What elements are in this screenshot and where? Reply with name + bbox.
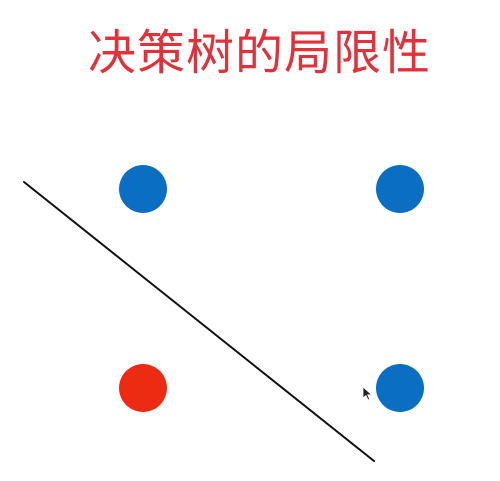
data-point-top-right bbox=[376, 165, 424, 213]
mouse-cursor-icon bbox=[362, 386, 373, 401]
slide-title: 决策树的局限性 bbox=[88, 25, 432, 81]
data-point-top-left bbox=[119, 165, 167, 213]
data-point-bottom-right bbox=[376, 364, 424, 412]
decision-boundary-line bbox=[23, 181, 375, 462]
data-point-bottom-left bbox=[119, 364, 167, 412]
